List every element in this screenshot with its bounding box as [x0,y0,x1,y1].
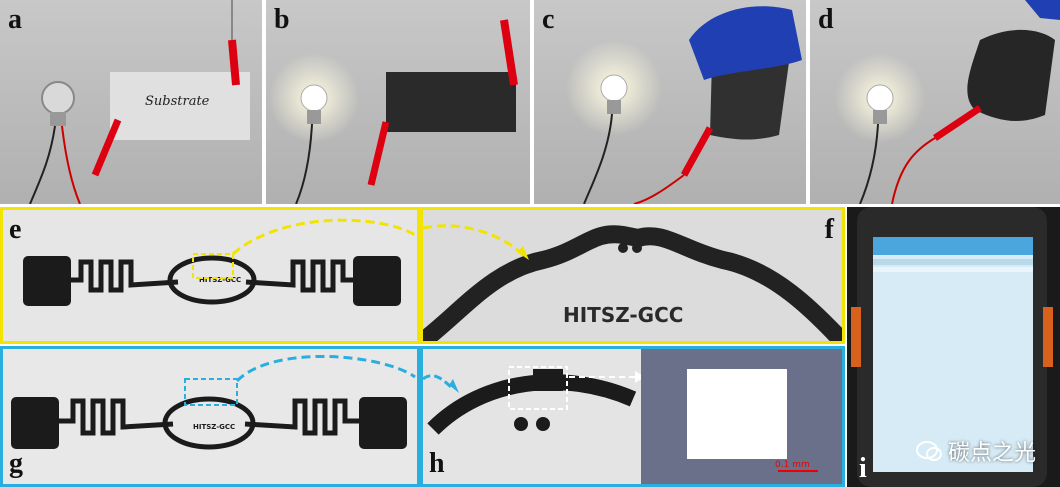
transparent-substrate [110,72,250,140]
led-bulb [300,84,328,112]
led-base [50,112,66,126]
printed-conductive-film [386,72,516,132]
arrow-head-blue [449,379,459,393]
screen-table-row [873,267,1033,272]
panel-label-f: f [824,214,834,245]
zoom-arrow-blue [235,354,416,383]
screen-tab-bar [873,237,1033,255]
red-clip [680,126,714,177]
contact-dot-right [632,243,642,253]
led-base [307,110,321,124]
panel-label-e: e [9,214,22,245]
arrow-head-white [635,371,645,383]
antenna-pad-left [23,256,71,306]
red-clip-top [500,19,518,86]
panel-h: 0.1 mm h [420,346,845,487]
antenna-zoom-detail: HITSZ-GCC [423,224,842,341]
black-wire [29,125,56,204]
chip-text: HITSZ-GCC [199,276,241,284]
chip-loop [167,255,257,305]
panel-f: HITSZ-GCC f [420,207,845,344]
meander-left [71,259,179,293]
lit-led-rolled-circuit [835,0,1060,204]
phone-side-orange-right [1043,307,1053,367]
panel-label-g: g [9,448,23,479]
led-base [873,110,887,124]
chip-loop [162,396,256,450]
led-bulb [866,84,894,112]
black-wire [295,123,313,204]
watermark-text: 碳点之光 [947,441,1036,466]
panel-g: HITSZ-GCC g [0,346,420,487]
contact-dot-left [514,417,528,431]
panel-label-b: b [274,4,290,35]
rfid-antenna-attached: HITSZ-GCC [11,354,416,450]
antenna-pad-right [359,397,407,449]
panel-b: b [266,0,530,204]
micrograph-bright-pad [687,369,787,459]
zoom-text: HITSZ-GCC [563,303,683,327]
zoom-box [184,378,238,406]
black-wire [859,123,879,204]
chip-text: HITSZ-GCC [193,423,235,431]
gloved-hand [689,6,802,80]
microscope-detail: 0.1 mm [423,349,842,484]
panel-label-d: d [818,4,834,35]
contact-dot-right [536,417,550,431]
panel-e: HITSZ-GCC e [0,207,420,344]
scale-text: 0.1 mm [775,460,810,470]
antenna-arc [427,374,637,435]
black-wire [583,113,613,204]
led-base [607,100,621,114]
panel-label-a: a [8,4,22,35]
gloved-hand [1025,0,1060,20]
arrow-head-yellow [517,246,529,260]
phone-screen [873,237,1033,472]
antenna-trace-zoom [423,225,842,341]
meander-right [244,398,359,436]
panel-label-c: c [542,4,555,35]
lit-led-bent-circuit [566,6,802,204]
panel-c: c [534,0,806,204]
panel-label-h: h [429,448,445,479]
panel-a: Substrate a [0,0,262,204]
red-clip [367,121,390,186]
red-wire [891,137,936,204]
panel-label-i: i [859,453,867,484]
led-bulb [600,74,628,102]
red-wire [61,125,81,204]
zoom-arrow-blue-tail [423,374,455,391]
meander-left [59,398,174,436]
panel-d: d [810,0,1060,204]
red-clip-top [228,39,240,86]
panel-i: i [847,207,1060,487]
antenna-pad-right [353,256,401,306]
substrate-led-scene: Substrate [29,0,250,204]
zoom-arrow-yellow-tail [423,224,525,257]
chip-pad [533,369,563,391]
watermark: 碳点之光 [915,435,1036,467]
zoom-box [192,253,234,279]
red-clip [91,118,122,177]
rolled-conductive-film [967,29,1055,122]
substrate-handwriting: Substrate [145,94,210,109]
red-clip [933,105,982,141]
rfid-reader-phone [851,207,1053,487]
zoom-box-white [508,366,568,410]
bent-conductive-film [710,54,789,140]
contact-dot-left [618,243,628,253]
meander-right [245,259,353,293]
zoom-arrow-yellow [232,218,416,256]
lit-led-flat-circuit [269,19,518,204]
wechat-icon [915,441,942,461]
antenna-pad-left [11,397,59,449]
phone-side-orange [851,307,861,367]
screen-table-header [873,259,1033,265]
red-wire [633,174,685,204]
led-bulb [41,81,75,115]
rfid-antenna-flat: HITSZ-GCC [23,218,416,306]
